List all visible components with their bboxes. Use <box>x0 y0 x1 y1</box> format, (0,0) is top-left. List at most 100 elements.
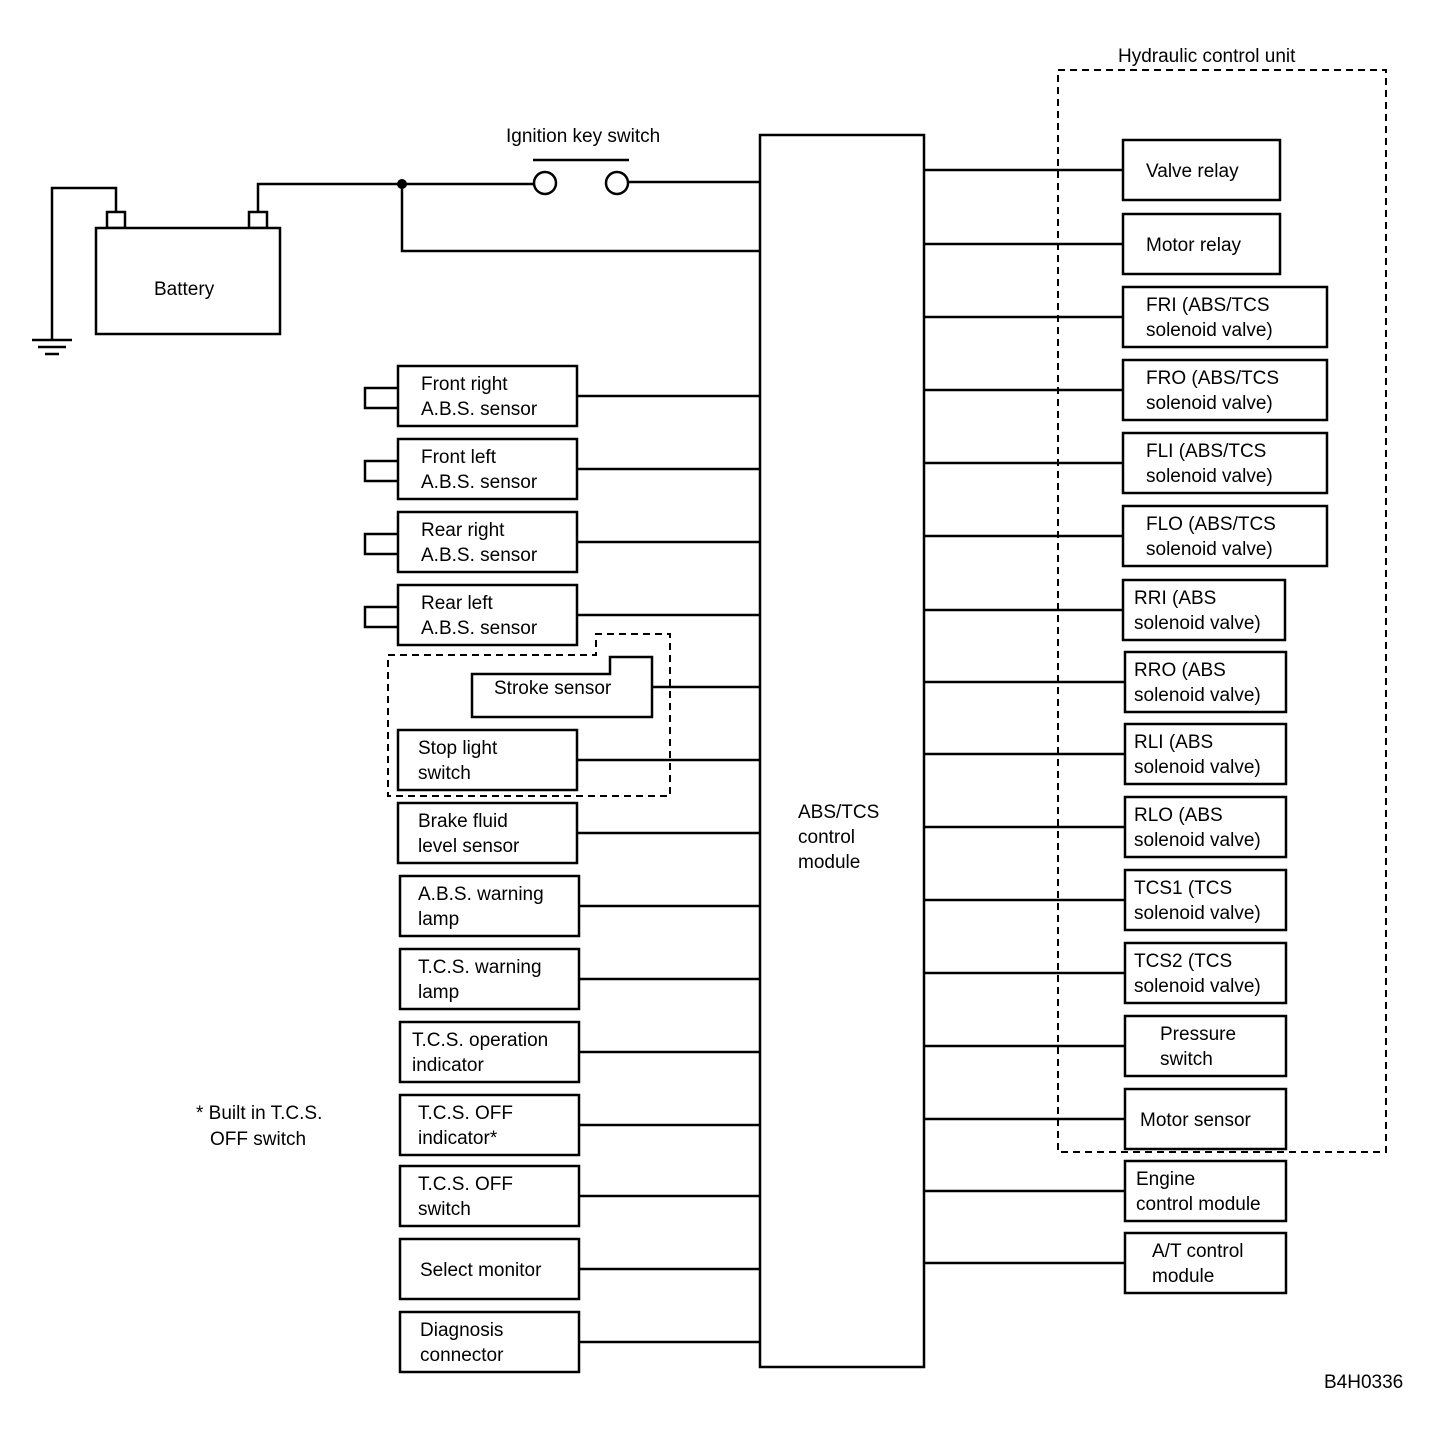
component-box <box>470 655 654 719</box>
component-box <box>1121 212 1282 276</box>
left-component-stroke-sensor: Stroke sensor <box>470 655 760 719</box>
hydraulic-unit-label: Hydraulic control unit <box>1118 46 1296 67</box>
battery-label: Battery <box>154 279 215 300</box>
component-box <box>1121 431 1329 495</box>
sensor-connector <box>363 459 398 483</box>
component-box <box>1121 504 1329 568</box>
left-component-select-monitor: Select monitor <box>398 1237 760 1301</box>
brake-switch-dashed-group <box>387 633 671 797</box>
sensor-connector <box>363 386 398 410</box>
right-component-motor-relay: Motor relay <box>924 212 1282 276</box>
right-component-motor-sensor: Motor sensor <box>924 1087 1288 1151</box>
component-box <box>398 874 581 938</box>
hydraulic-unit-enclosure <box>1057 69 1387 1153</box>
component-box <box>398 1093 581 1157</box>
component-box <box>1123 868 1288 932</box>
component-box <box>398 947 581 1011</box>
component-label: Motor sensor <box>1140 1110 1252 1131</box>
component-box <box>398 1310 581 1374</box>
component-box <box>398 1237 581 1301</box>
right-component-valve-relay: Valve relay <box>924 138 1282 202</box>
component-box <box>396 728 579 792</box>
component-box <box>1123 722 1288 786</box>
component-box <box>396 364 579 428</box>
component-box <box>1123 795 1288 859</box>
component-box <box>398 1164 581 1228</box>
ignition-label: Ignition key switch <box>506 126 660 147</box>
component-box <box>1121 578 1287 642</box>
power-wiring <box>256 179 760 253</box>
figure-id: B4H0336 <box>1324 1372 1403 1393</box>
module-label: ABS/TCS control module <box>798 802 885 873</box>
component-box <box>396 510 579 574</box>
ground-icon <box>32 186 118 356</box>
component-box <box>1121 138 1282 202</box>
component-box <box>396 437 579 501</box>
component-box <box>1123 650 1288 714</box>
component-label: Valve relay <box>1146 161 1239 182</box>
component-box <box>1123 1087 1288 1151</box>
sensor-connector <box>363 605 398 629</box>
component-box <box>396 801 579 865</box>
footnote: * Built in T.C.S. OFF switch <box>196 1103 328 1150</box>
component-label: Select monitor <box>420 1260 542 1281</box>
component-box <box>1123 941 1288 1005</box>
ignition-key-switch: Ignition key switch <box>506 126 660 196</box>
component-box <box>1121 285 1329 349</box>
component-label: Motor relay <box>1146 235 1242 256</box>
component-box <box>398 1020 581 1084</box>
component-box <box>1121 358 1329 422</box>
component-box <box>1123 1014 1288 1078</box>
component-box <box>1123 1231 1288 1295</box>
battery: Battery <box>94 210 282 336</box>
